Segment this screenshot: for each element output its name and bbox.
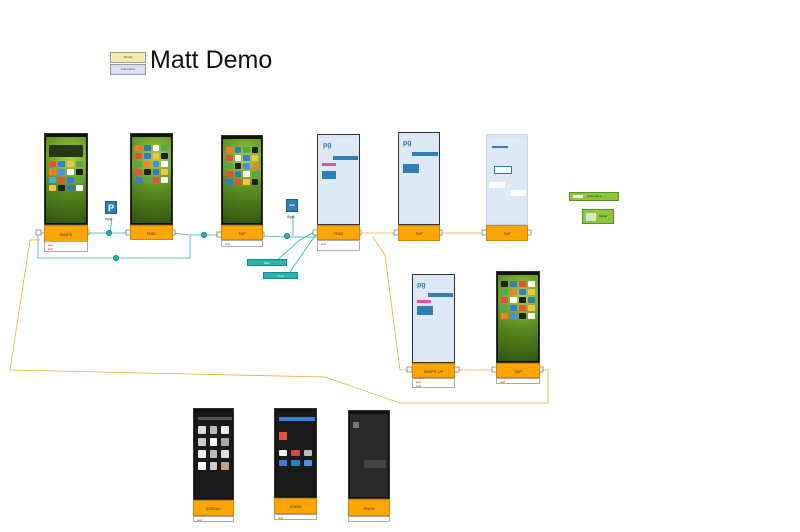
step-label-7: SWIPE UP (412, 363, 455, 378)
result-card (417, 306, 433, 315)
step-label-2: FIND (130, 225, 173, 240)
step-label-1: SWIPE (44, 225, 88, 242)
connector-line (372, 236, 411, 371)
screenshot-step-10[interactable] (274, 408, 317, 498)
branch-tag-else[interactable]: Else (247, 259, 287, 266)
step-notes-9: text (193, 516, 234, 522)
app-icon: ••• (286, 199, 298, 212)
step-notes-11 (348, 516, 390, 522)
connector-line (9, 239, 549, 404)
filter-chip (417, 300, 431, 303)
page-title: Matt Demo (150, 46, 273, 74)
step-label-11: ENDS (348, 499, 390, 516)
note-line: text (48, 247, 53, 251)
step-label-4: FIND (317, 225, 360, 240)
connector-line (287, 231, 319, 276)
step-label-9: SCROLL (193, 500, 234, 516)
note-line: text (416, 384, 421, 388)
tab-bar (412, 152, 438, 156)
header-bar (279, 417, 315, 421)
note-line: text (321, 242, 326, 246)
step-notes-8: text (496, 378, 540, 384)
filter-chip (322, 163, 336, 166)
legend-subroutine-label: Subroutine (120, 67, 136, 71)
result-card (322, 171, 336, 179)
screenshot-step-1[interactable] (44, 133, 88, 225)
legend-model: Model (110, 52, 146, 63)
screenshot-step-7[interactable]: pg (412, 274, 455, 363)
screenshot-step-4[interactable]: pg (317, 134, 360, 225)
connector-line (262, 235, 318, 238)
app-logo: pg (417, 282, 426, 289)
step-label-5: TAP (398, 225, 440, 241)
step-notes-4: text (317, 240, 360, 251)
branch-tag-true[interactable]: True (263, 272, 298, 279)
clock-widget (49, 145, 83, 157)
node-badge (586, 213, 596, 221)
app-icon-label: App (105, 216, 113, 221)
side-node-1[interactable]: Subroutine (569, 192, 619, 201)
result-card (403, 164, 419, 173)
step-notes-1: text text (44, 241, 88, 252)
thumbnail (279, 432, 287, 440)
legend-subroutine: Subroutine (110, 64, 146, 75)
app-icon-label: App (287, 214, 295, 219)
note-line: text (48, 243, 53, 247)
step-label-10: ZOOM (274, 498, 317, 514)
connector-node[interactable] (201, 232, 207, 238)
thumbnail (353, 422, 359, 428)
side-node-2[interactable]: Model (582, 209, 614, 224)
app-logo: pg (323, 142, 332, 149)
tab-bar (428, 293, 453, 297)
header-bar (198, 417, 232, 420)
step-label-8: TAP (496, 363, 540, 378)
connector-line (172, 232, 220, 236)
connector-line (274, 229, 319, 263)
form-box (510, 190, 526, 196)
note-line: text (197, 518, 202, 522)
header-bar (492, 146, 508, 148)
form-box (494, 166, 512, 174)
connector-node[interactable] (106, 230, 112, 236)
step-notes-3: text (221, 240, 263, 247)
screenshot-step-5[interactable]: pg (398, 132, 440, 225)
app-icon: P (105, 201, 117, 214)
legend-model-label: Model (123, 55, 133, 59)
note-line: text (278, 516, 283, 520)
connector-node[interactable] (113, 255, 119, 261)
note-line: text (416, 380, 421, 384)
center-content (364, 460, 386, 468)
node-badge (573, 195, 583, 198)
connector-node[interactable] (284, 233, 290, 239)
side-node-2-label: Model (599, 214, 608, 218)
screenshot-step-2[interactable] (130, 133, 173, 225)
tab-bar (333, 156, 358, 160)
screenshot-step-9[interactable] (193, 408, 234, 500)
app-logo: pg (403, 140, 412, 147)
screenshot-step-6[interactable] (486, 134, 528, 225)
form-box (489, 182, 505, 188)
screenshot-step-3[interactable] (221, 135, 263, 225)
side-node-1-label: Subroutine (587, 194, 602, 198)
step-notes-10: text (274, 514, 317, 520)
note-line: text (225, 242, 230, 246)
screenshot-step-11[interactable] (348, 410, 390, 499)
step-notes-7: text text (412, 378, 455, 388)
screenshot-step-8[interactable] (496, 271, 540, 363)
step-label-6: TAP (486, 225, 528, 241)
step-label-3: TAP (221, 225, 263, 240)
note-line: text (500, 380, 505, 384)
